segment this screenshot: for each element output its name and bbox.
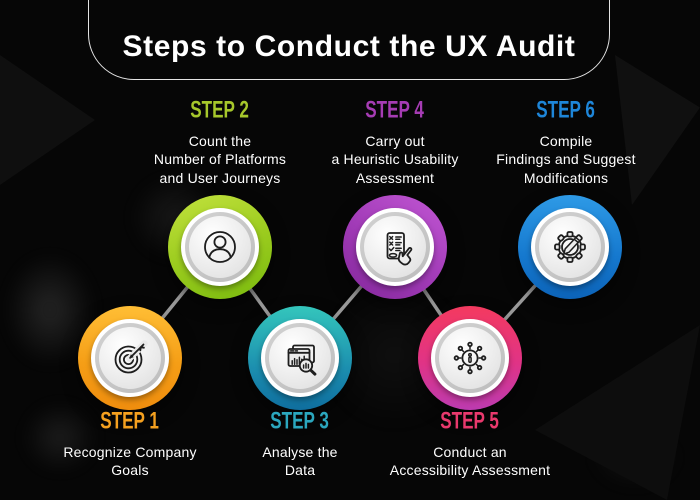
- step-1-text: STEP 1 Recognize Company Goals: [35, 409, 225, 480]
- step-1-description: Recognize Company Goals: [63, 444, 197, 479]
- step-6-text: STEP 6 Compile Findings and Suggest Modi…: [471, 98, 661, 187]
- checklist-hand-icon: [386, 232, 413, 266]
- step-5-label: STEP 5: [440, 408, 500, 435]
- data-analysis-magnifier-icon: [287, 344, 317, 376]
- step-2-circle: [168, 195, 272, 299]
- page-title: Steps to Conduct the UX Audit: [122, 30, 576, 63]
- step-5-plate: [431, 319, 509, 397]
- step-1-circle: [78, 306, 182, 410]
- step-3-label: STEP 3: [270, 408, 330, 435]
- background-smoke: [10, 390, 110, 485]
- target-dart-icon: [114, 340, 148, 374]
- step-2-description: Count the Number of Platforms and User J…: [153, 133, 287, 186]
- step-4-circle: [343, 195, 447, 299]
- step-4-description: Carry out a Heuristic Usability Assessme…: [331, 133, 459, 186]
- step-2-text: STEP 2 Count the Number of Platforms and…: [125, 98, 315, 187]
- step-2-label: STEP 2: [190, 97, 250, 124]
- step-6-plate: [531, 208, 609, 286]
- step-4-label: STEP 4: [365, 97, 425, 124]
- step-4-plate: [356, 208, 434, 286]
- step-3-text: STEP 3 Analyse the Data: [205, 409, 395, 480]
- step-6-description: Compile Findings and Suggest Modificatio…: [496, 133, 636, 186]
- step-6-circle: [518, 195, 622, 299]
- accessibility-info-icon: [453, 341, 487, 375]
- title-box: Steps to Conduct the UX Audit: [88, 0, 610, 80]
- step-3-circle: [248, 306, 352, 410]
- step-1-plate: [91, 319, 169, 397]
- step-3-plate: [261, 319, 339, 397]
- step-6-label: STEP 6: [536, 97, 596, 124]
- step-2-plate: [181, 208, 259, 286]
- step-1-label: STEP 1: [100, 408, 160, 435]
- step-4-text: STEP 4 Carry out a Heuristic Usability A…: [300, 98, 490, 187]
- user-profile-icon: [204, 231, 236, 263]
- gear-pencil-icon: [554, 231, 586, 263]
- step-5-circle: [418, 306, 522, 410]
- step-5-text: STEP 5 Conduct an Accessibility Assessme…: [355, 409, 585, 480]
- step-5-description: Conduct an Accessibility Assessment: [389, 444, 551, 479]
- step-3-description: Analyse the Data: [262, 444, 338, 479]
